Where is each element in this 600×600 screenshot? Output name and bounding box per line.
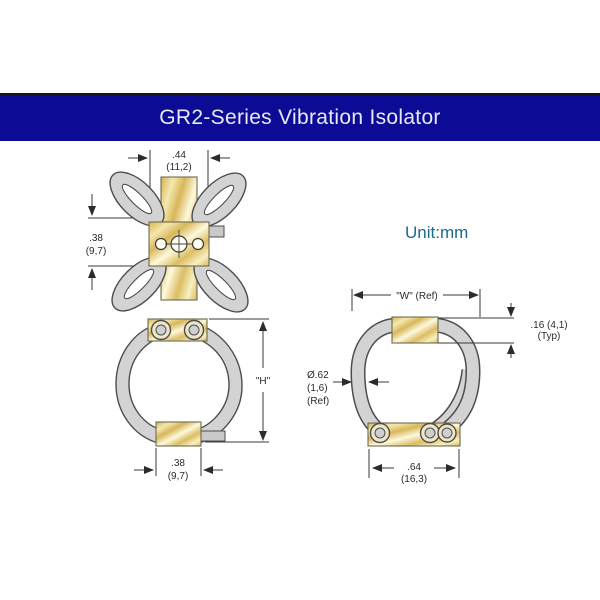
- mounting-holes: [154, 230, 205, 258]
- side-block-inches: .16 (4,1): [530, 320, 567, 331]
- top-width-mm: (11,2): [166, 162, 191, 173]
- side-block-typ: (Typ): [538, 331, 561, 342]
- side-base-mm: (16,3): [401, 474, 427, 485]
- top-clamp-side-view: [391, 316, 439, 344]
- side-width-ref: "W" (Ref): [396, 291, 438, 302]
- wire-diameter: Ø.62: [307, 370, 329, 381]
- wire-end-tab-top-view: [208, 225, 225, 238]
- front-view-dimension-lines: [134, 318, 269, 476]
- side-base-inches: .64: [407, 462, 421, 473]
- top-height-inches: .38: [89, 233, 103, 244]
- side-view-dimension-lines: [333, 289, 515, 478]
- bottom-clamp-front-view: [155, 421, 202, 447]
- wire-loops: [109, 171, 249, 313]
- unit-label: Unit:mm: [405, 223, 468, 242]
- front-base-inches: .38: [171, 458, 185, 469]
- eyelets-side-view: [369, 422, 457, 444]
- top-width-inches: .44: [172, 150, 186, 161]
- wire-end-tab-front-view: [200, 430, 226, 442]
- side-view: "W" (Ref) .16 (4,1) (Typ) Ø.62 (1,6) (Re…: [307, 289, 568, 485]
- front-height-ref: "H": [256, 376, 271, 387]
- top-view: .44 (11,2) .38 (9,7): [86, 150, 249, 313]
- front-view: "H" .38 (9,7): [115, 318, 271, 482]
- front-base-mm: (9,7): [168, 471, 189, 482]
- top-height-mm: (9,7): [86, 246, 107, 257]
- page-title: GR2-Series Vibration Isolator: [159, 106, 441, 129]
- wire-diameter-mm: (1,6): [307, 383, 328, 394]
- eyelets-front-view: [150, 319, 205, 341]
- title-banner: GR2-Series Vibration Isolator: [0, 93, 600, 141]
- wire-diameter-ref: (Ref): [307, 396, 329, 407]
